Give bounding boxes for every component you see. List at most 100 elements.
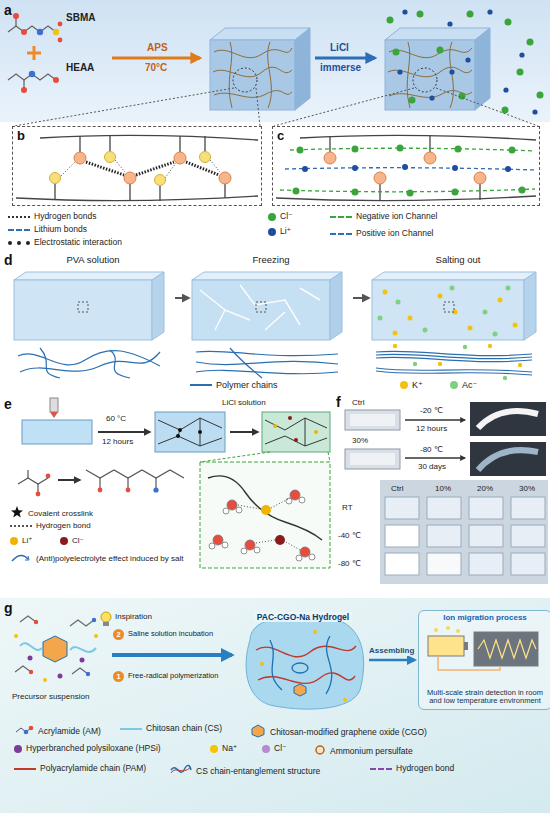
monomer-name: HEAA — [66, 62, 94, 74]
part-label: Precursor suspension — [12, 692, 89, 701]
reagent-label: LiCl — [330, 42, 349, 54]
legend-item: Li⁺ — [268, 227, 291, 237]
step-number: 1 — [113, 671, 124, 682]
row-label: -80 ℃ — [338, 559, 361, 568]
panel-letter: d — [4, 252, 13, 268]
legend-item: Ac⁻ — [450, 380, 477, 390]
legend-sample — [10, 551, 32, 565]
condition-label: -20 ℃ — [420, 406, 443, 415]
legend-text: Cl⁻ — [280, 212, 293, 222]
legend-swatch — [10, 537, 18, 545]
node-title: Salting out — [372, 254, 544, 265]
legend-swatch — [14, 745, 22, 753]
legend-text: CS chain-entanglement structure — [196, 767, 320, 777]
process-stage: PVA solution — [14, 254, 172, 342]
node-title: PVA solution — [14, 254, 172, 265]
legend-sample — [8, 241, 30, 245]
legend-text: Cl⁻ — [72, 536, 84, 545]
legend-text: Hydrogen bond — [36, 521, 91, 530]
legend-item: Cl⁻ — [262, 744, 287, 754]
legend-swatch — [268, 228, 276, 236]
flow-arrow — [369, 659, 415, 662]
sample-label: 30% — [352, 436, 368, 445]
condition-label: 70°C — [145, 62, 167, 74]
legend-item: Acrylamide (AM) — [14, 724, 101, 739]
legend-text: Li⁺ — [22, 536, 32, 545]
edge-label: Assembling — [367, 646, 416, 656]
panel-letter: a — [4, 2, 12, 18]
legend-text: Lithium bonds — [34, 225, 87, 235]
legend-item: (Anti)polyelectrolyte effect induced by … — [10, 551, 183, 565]
legend-text: Covalent crosslink — [28, 509, 93, 518]
column-label: 20% — [477, 484, 493, 493]
legend-text: Hyperbranched polysiloxane (HPSi) — [26, 744, 161, 754]
legend-item: CS chain-entanglement structure — [170, 764, 320, 779]
legend-item: Negative ion Channel — [330, 212, 437, 222]
legend-item: Covalent crosslink — [10, 506, 93, 520]
flow-arrow — [353, 297, 369, 299]
column-label: 30% — [519, 484, 535, 493]
reagent-label: LiCl solution — [222, 398, 266, 407]
legend-sample — [10, 506, 24, 520]
row-label: -40 ℃ — [338, 531, 361, 540]
legend-text: Acrylamide (AM) — [38, 727, 101, 737]
monomer-name: SBMA — [66, 12, 95, 24]
legend-item: Ammonium persulfate — [314, 744, 413, 759]
legend-text: (Anti)polyelectrolyte effect induced by … — [36, 554, 183, 563]
flow-arrow — [175, 297, 189, 299]
legend-swatch — [262, 745, 270, 753]
legend-item: K⁺ — [400, 380, 423, 390]
sensor-device: Ion migration processMulti-scale strain … — [418, 610, 550, 710]
legend-sample — [330, 233, 352, 235]
legend-text: Ac⁻ — [462, 380, 477, 390]
legend-item: Li⁺ — [10, 536, 32, 545]
legend-item: Positive ion Channel — [330, 229, 434, 239]
legend-text: Hydrogen bonds — [34, 212, 96, 222]
node-title: b — [17, 128, 25, 143]
legend-item: Hydrogen bond — [370, 764, 454, 774]
legend-text: Electrostatic interaction — [34, 238, 122, 248]
legend-text: Cl⁻ — [274, 744, 287, 754]
legend-item: Hydrogen bond — [10, 521, 91, 530]
legend-sample — [14, 724, 34, 739]
legend-item: Cl⁻ — [60, 536, 84, 545]
node-title: Freezing — [192, 254, 350, 265]
legend-swatch — [210, 745, 218, 753]
condition-label: 12 hours — [416, 424, 447, 433]
legend-sample — [14, 768, 36, 770]
legend-sample — [250, 724, 266, 741]
legend-sample — [370, 768, 392, 770]
legend-sample — [190, 384, 212, 386]
legend-text: Chitosan-modified graphene oxide (CGO) — [270, 728, 427, 738]
legend-sample — [120, 728, 142, 730]
legend-text: Positive ion Channel — [356, 229, 434, 239]
legend-sample — [330, 216, 352, 218]
legend-sample — [170, 764, 192, 779]
sample-label: Ctrl — [352, 398, 364, 407]
legend-text: Chitosan chain (CS) — [146, 724, 222, 734]
legend-text: Polyacrylamide chain (PAM) — [40, 764, 146, 774]
node-title: c — [277, 128, 284, 143]
legend-item: Chitosan chain (CS) — [120, 724, 222, 734]
column-label: 10% — [435, 484, 451, 493]
legend-text: Polymer chains — [216, 380, 278, 390]
node-title: Ion migration process — [419, 613, 550, 623]
zoom-inset: c — [272, 126, 540, 206]
column-label: Ctrl — [391, 484, 403, 493]
legend-swatch — [268, 213, 276, 221]
note-label: Inspiration — [115, 612, 152, 621]
legend-item: Na⁺ — [210, 744, 237, 754]
legend-item: Chitosan-modified graphene oxide (CGO) — [250, 724, 427, 741]
legend-item: Lithium bonds — [8, 225, 87, 235]
panel-letter: f — [336, 394, 341, 410]
condition-label: -80 ℃ — [420, 445, 443, 454]
process-stage: Salting out — [372, 254, 544, 342]
legend-sample — [8, 229, 30, 231]
panel-letter: e — [4, 396, 12, 412]
node-body: Multi-scale strain detection in room and… — [423, 689, 547, 706]
legend-text: Hydrogen bond — [396, 764, 454, 774]
legend-swatch — [400, 381, 408, 389]
legend-item: Electrostatic interaction — [8, 238, 122, 248]
legend-item: Polymer chains — [190, 380, 278, 390]
